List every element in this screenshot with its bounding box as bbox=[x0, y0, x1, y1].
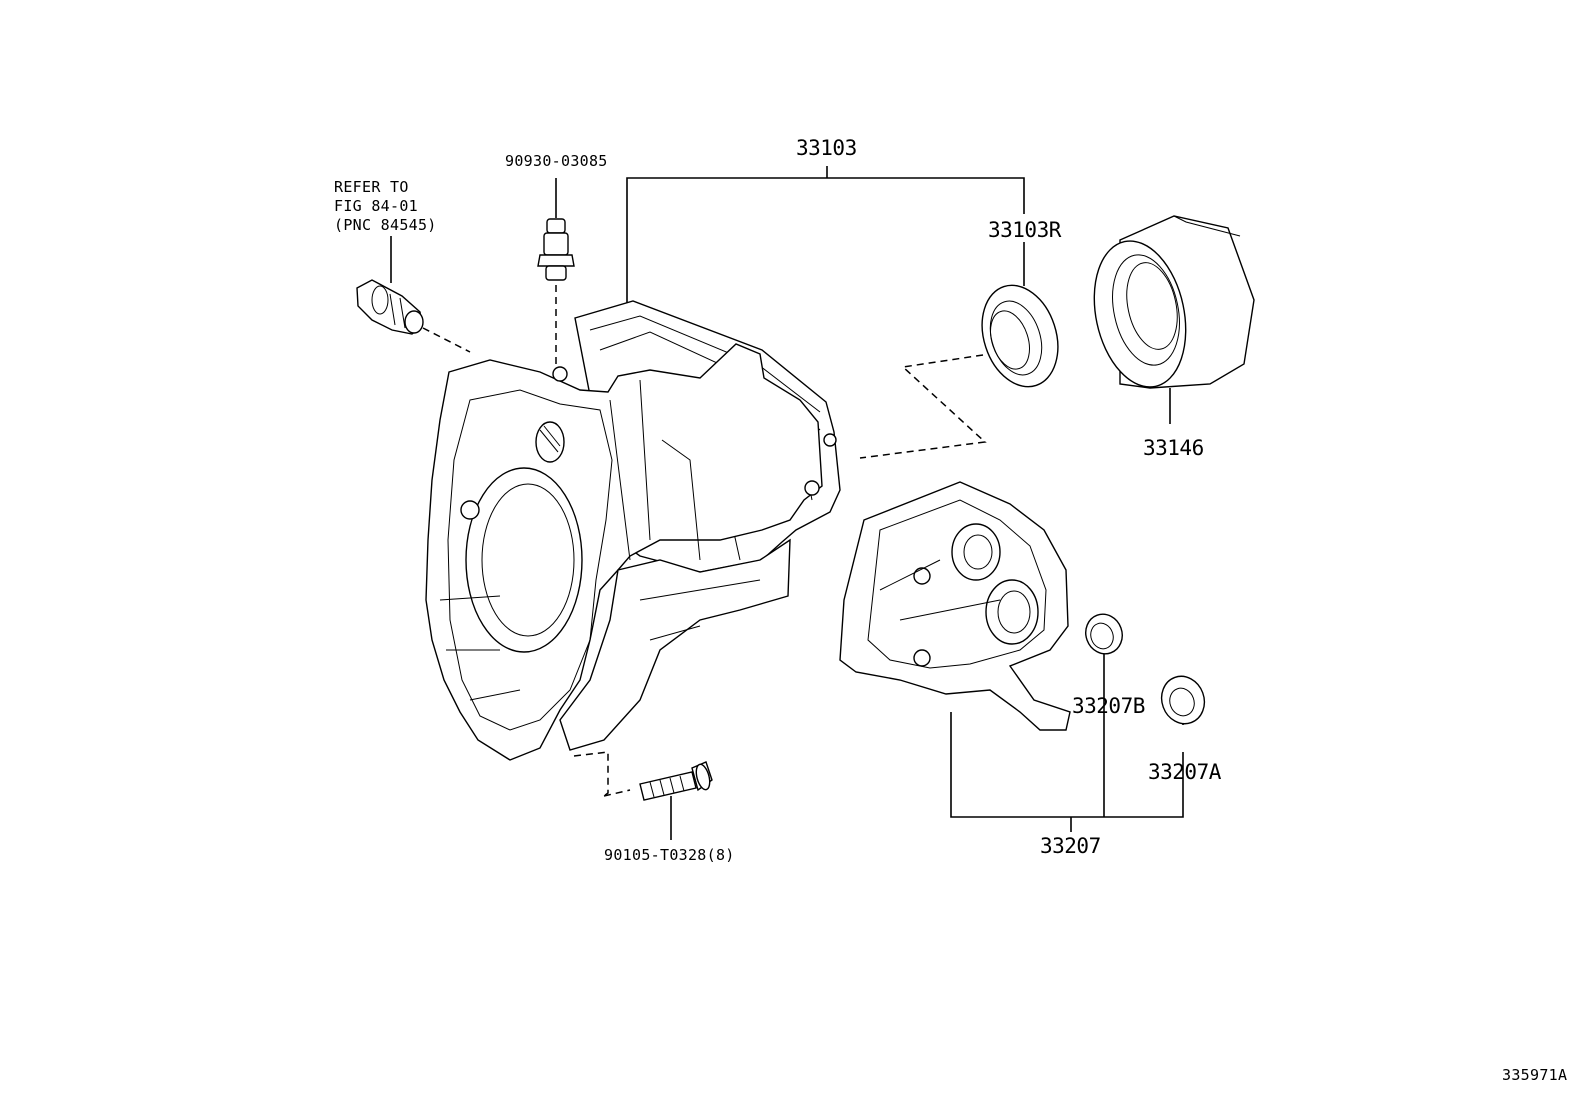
leader-lines bbox=[390, 166, 1184, 840]
part-number-33207a[interactable]: 33207A bbox=[1148, 760, 1221, 784]
part-number-33103r[interactable]: 33103R bbox=[988, 218, 1061, 242]
bolt-icon bbox=[639, 761, 713, 801]
part-number-bolt[interactable]: 90105-T0328(8) bbox=[604, 846, 735, 864]
dashed-lines bbox=[422, 285, 987, 797]
part-number-33207[interactable]: 33207 bbox=[1040, 834, 1101, 858]
seal-33207a-icon bbox=[1160, 675, 1206, 725]
refer-note-line2: FIG 84-01 bbox=[334, 197, 418, 215]
refer-note-line3: (PNC 84545) bbox=[334, 216, 437, 234]
part-number-33103[interactable]: 33103 bbox=[796, 136, 857, 160]
oil-seal-33103r-icon bbox=[981, 284, 1059, 388]
transfer-case-housing-icon bbox=[425, 300, 841, 761]
figure-id: 335971A bbox=[1502, 1066, 1568, 1084]
part-number-breather-plug[interactable]: 90930-03085 bbox=[505, 152, 608, 170]
rear-cover-33207-icon bbox=[839, 481, 1071, 731]
speed-sensor-icon bbox=[356, 279, 424, 335]
refer-note-line1: REFER TO bbox=[334, 178, 409, 196]
breather-plug-icon bbox=[537, 218, 575, 281]
cover-33146-icon bbox=[1093, 215, 1255, 389]
part-number-33207b[interactable]: 33207B bbox=[1072, 694, 1145, 718]
part-number-33146[interactable]: 33146 bbox=[1143, 436, 1204, 460]
seal-33207b-icon bbox=[1085, 613, 1123, 655]
